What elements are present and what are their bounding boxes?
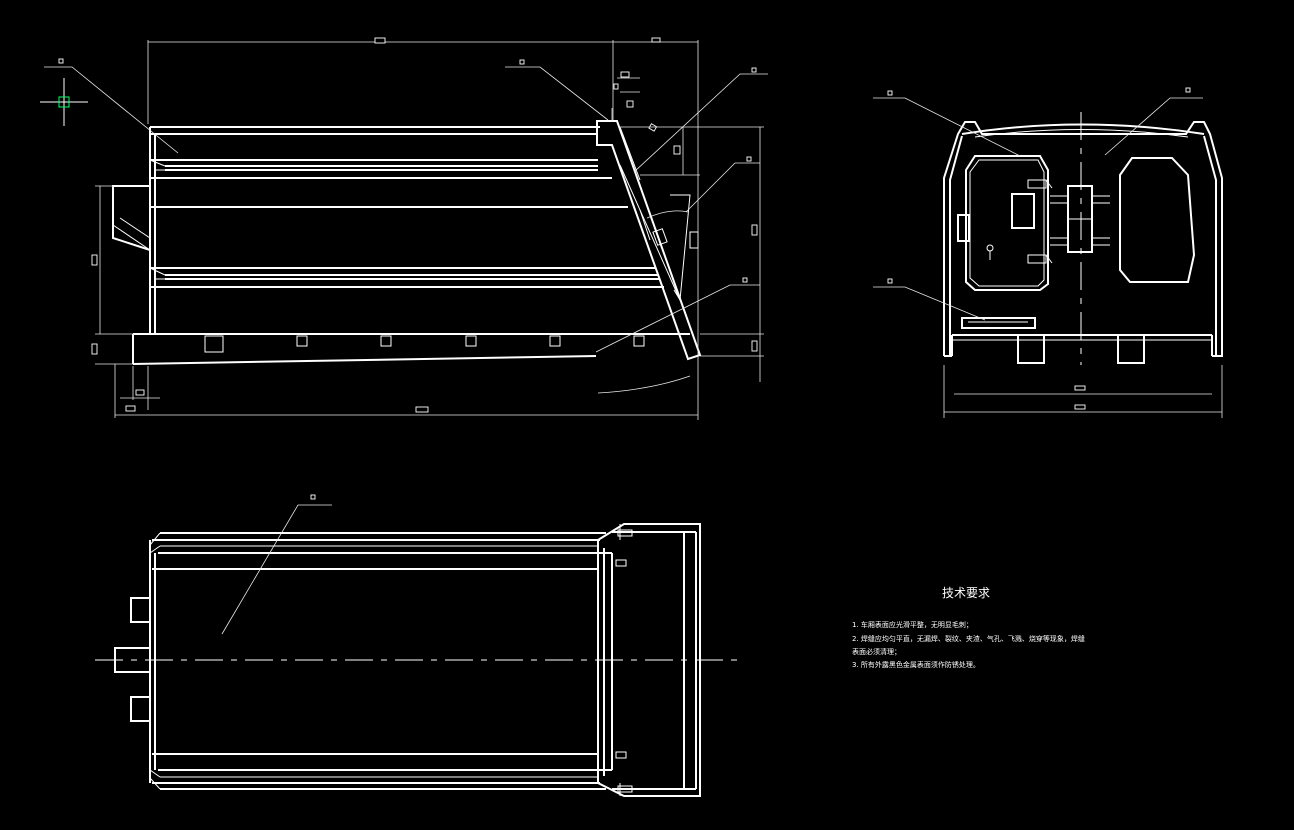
side-view bbox=[112, 120, 702, 394]
top-view-leader bbox=[221, 494, 332, 635]
top-view bbox=[95, 523, 742, 797]
crosshair-cursor bbox=[40, 78, 88, 126]
tech-requirements-title: 技术要求 bbox=[942, 586, 990, 600]
tech-requirement-item-3: 3. 所有外露黑色金属表面须作防锈处理。 bbox=[852, 660, 980, 669]
rear-view-dimensions bbox=[873, 87, 1223, 418]
tech-requirements: 技术要求 1. 车厢表面应光滑平整，无明显毛刺； 2. 焊缝应均匀平直，无漏焊、… bbox=[852, 586, 1085, 669]
tech-requirement-item-1: 1. 车厢表面应光滑平整，无明显毛刺； bbox=[852, 620, 973, 629]
tech-requirement-item-2: 2. 焊缝应均匀平直，无漏焊、裂纹、夹渣、气孔、飞溅、烧穿等现象，焊缝 bbox=[852, 634, 1085, 643]
rear-view bbox=[943, 112, 1223, 365]
tech-requirement-item-2-cont: 表面必须清理； bbox=[852, 647, 901, 656]
side-view-dimensions bbox=[44, 37, 768, 420]
